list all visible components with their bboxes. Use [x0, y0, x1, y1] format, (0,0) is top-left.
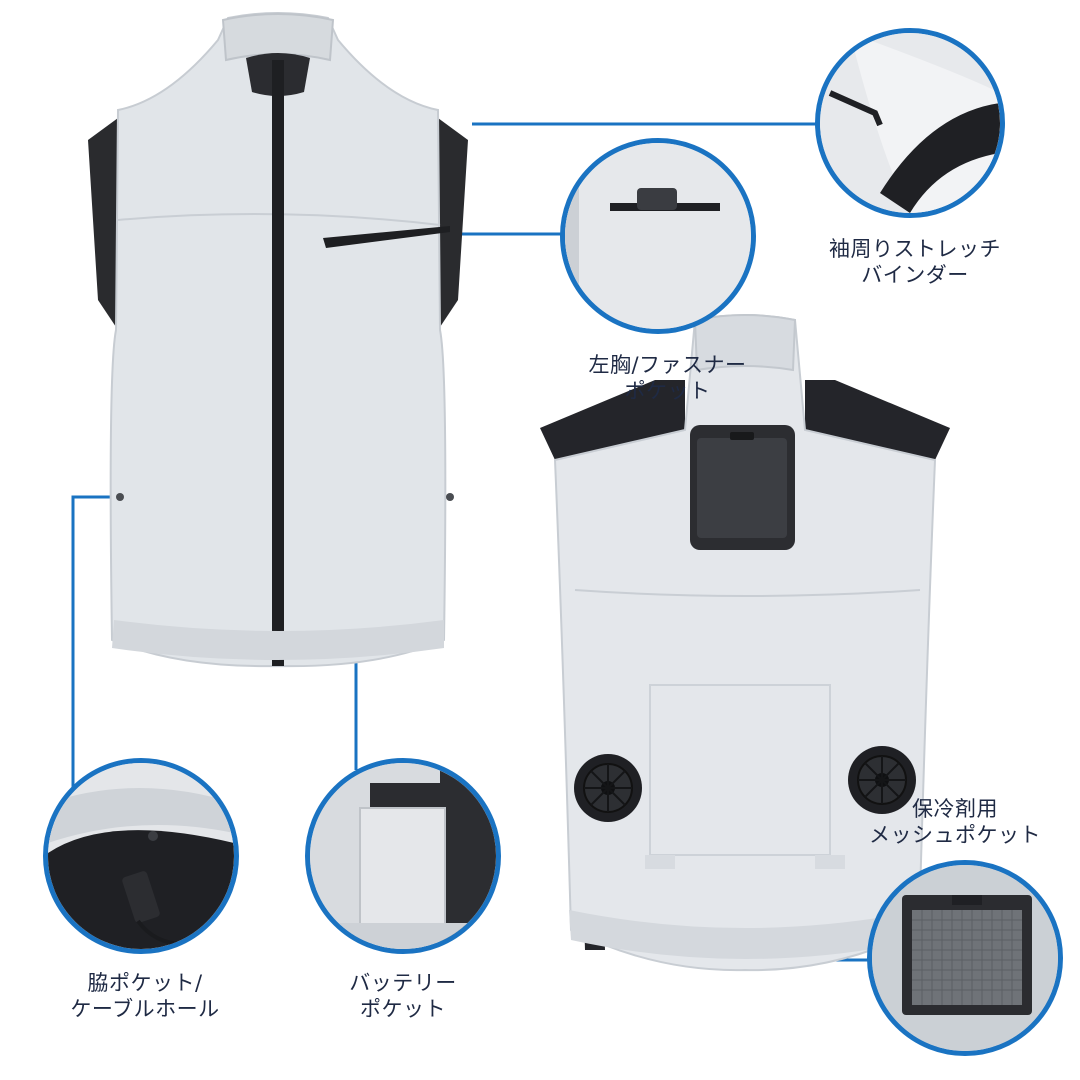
label-battery-pocket: バッテリー ポケット — [349, 971, 457, 1021]
fan-icon — [574, 754, 642, 822]
zoom-side-pocket — [43, 758, 239, 954]
zoom-sleeve-binder — [815, 28, 1005, 218]
label-mesh-pocket: 保冷剤用 メッシュポケット — [869, 797, 1041, 847]
label-chest-pocket: 左胸/ファスナー ポケット — [588, 353, 747, 403]
zoom-mesh-pocket — [867, 860, 1063, 1056]
vest-front-image — [88, 12, 468, 668]
vest-back-image — [540, 314, 950, 972]
battery-holder-icon — [690, 425, 795, 550]
connector-side — [71, 495, 118, 790]
label-sleeve-binder: 袖周りストレッチ バインダー — [829, 237, 1001, 287]
zoom-chest-pocket — [560, 138, 756, 334]
fan-icon — [848, 746, 916, 814]
label-side-pocket: 脇ポケット/ ケーブルホール — [70, 971, 220, 1021]
zoom-battery-pocket — [305, 758, 501, 954]
